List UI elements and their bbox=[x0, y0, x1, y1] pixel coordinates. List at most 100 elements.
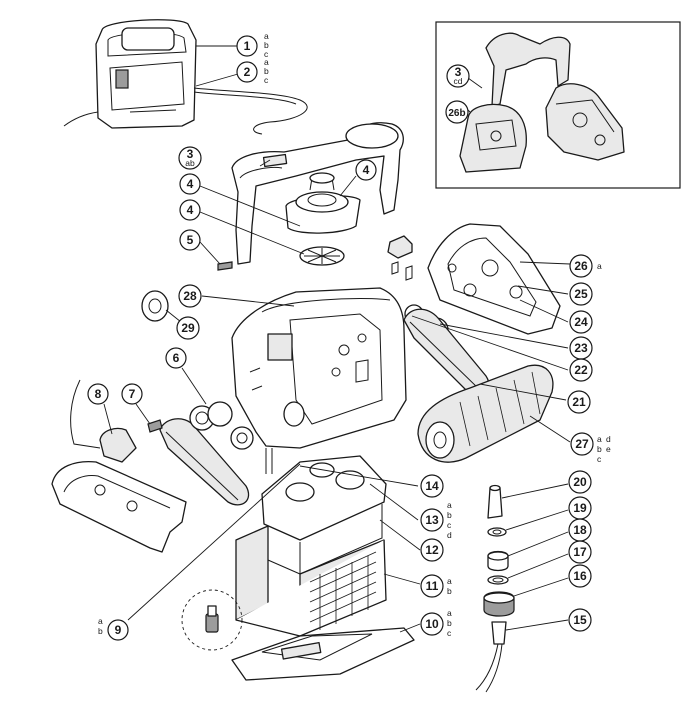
callout-24: 24 bbox=[569, 310, 593, 334]
svg-text:b: b bbox=[447, 586, 452, 596]
svg-text:13: 13 bbox=[425, 513, 439, 527]
svg-text:12: 12 bbox=[425, 543, 439, 557]
left-parts bbox=[51, 379, 254, 553]
svg-text:c: c bbox=[447, 628, 452, 638]
callout-18: 18 bbox=[568, 518, 592, 542]
callout-8: 8 bbox=[87, 383, 109, 405]
svg-text:28: 28 bbox=[183, 289, 197, 303]
filter-basket bbox=[235, 455, 387, 637]
svg-text:b: b bbox=[447, 510, 452, 520]
svg-text:10: 10 bbox=[425, 617, 439, 631]
callout-23: 23 bbox=[569, 336, 593, 360]
svg-text:4: 4 bbox=[187, 177, 194, 191]
part-29-cap bbox=[141, 290, 169, 322]
callout-28: 28 bbox=[178, 284, 202, 308]
brush-roller bbox=[417, 364, 554, 463]
detail-circle bbox=[181, 589, 243, 651]
callout-7: 7 bbox=[121, 383, 143, 405]
svg-text:a: a bbox=[447, 576, 452, 586]
callout-17: 17 bbox=[568, 540, 592, 564]
callout-4-b: 4 bbox=[179, 199, 201, 221]
callout-10: 10 a b c bbox=[420, 608, 452, 638]
svg-text:c: c bbox=[447, 520, 452, 530]
callout-21: 21 bbox=[567, 390, 591, 414]
callout-29: 29 bbox=[176, 316, 200, 340]
callout-4-c: 4 bbox=[355, 159, 377, 181]
svg-text:26: 26 bbox=[574, 259, 588, 273]
callout-2: 2 a b c bbox=[236, 57, 269, 85]
svg-text:b: b bbox=[447, 618, 452, 628]
callout-19: 19 bbox=[568, 496, 592, 520]
svg-text:2: 2 bbox=[244, 65, 251, 79]
callout-11: 11 a b bbox=[420, 574, 452, 598]
inset-box bbox=[435, 21, 681, 189]
svg-text:25: 25 bbox=[574, 287, 588, 301]
bottom-tray bbox=[231, 627, 415, 681]
callout-25: 25 bbox=[569, 282, 593, 306]
svg-text:c: c bbox=[264, 49, 269, 59]
impeller-parts bbox=[217, 172, 361, 271]
svg-text:a: a bbox=[447, 608, 452, 618]
svg-text:16: 16 bbox=[573, 569, 587, 583]
swivel-parts bbox=[475, 484, 515, 693]
callouts: 1 a b c 2 a b c 3 ab 3 cd 26b 4 bbox=[87, 31, 611, 641]
callout-6: 6 bbox=[165, 347, 187, 369]
svg-text:c: c bbox=[264, 75, 269, 85]
svg-text:8: 8 bbox=[95, 387, 102, 401]
svg-text:b: b bbox=[597, 444, 602, 454]
svg-text:3: 3 bbox=[187, 147, 194, 161]
svg-text:23: 23 bbox=[574, 341, 588, 355]
callout-15: 15 bbox=[568, 608, 592, 632]
svg-text:d: d bbox=[606, 434, 611, 444]
leader-lines bbox=[103, 45, 571, 633]
callout-16: 16 bbox=[568, 564, 592, 588]
svg-text:26b: 26b bbox=[448, 108, 465, 119]
svg-text:c: c bbox=[597, 454, 602, 464]
drive-tracks bbox=[159, 308, 490, 506]
svg-text:ab: ab bbox=[185, 158, 195, 168]
svg-text:5: 5 bbox=[187, 233, 194, 247]
svg-text:e: e bbox=[606, 444, 611, 454]
callout-5: 5 bbox=[179, 229, 201, 251]
svg-text:14: 14 bbox=[425, 479, 439, 493]
svg-text:cd: cd bbox=[454, 76, 463, 86]
svg-text:a: a bbox=[98, 616, 103, 626]
svg-text:19: 19 bbox=[573, 501, 587, 515]
svg-text:15: 15 bbox=[573, 613, 587, 627]
main-body bbox=[231, 287, 407, 474]
svg-text:7: 7 bbox=[129, 387, 136, 401]
svg-text:a: a bbox=[597, 434, 602, 444]
svg-text:24: 24 bbox=[574, 315, 588, 329]
callout-26b: 26b bbox=[445, 100, 469, 124]
callout-13: 13 a b c d bbox=[420, 500, 452, 540]
svg-text:b: b bbox=[264, 66, 269, 76]
svg-text:20: 20 bbox=[573, 475, 587, 489]
svg-text:29: 29 bbox=[181, 321, 195, 335]
svg-text:18: 18 bbox=[573, 523, 587, 537]
svg-text:3: 3 bbox=[455, 65, 462, 79]
callout-4-a: 4 bbox=[179, 173, 201, 195]
svg-text:b: b bbox=[98, 626, 103, 636]
handle bbox=[231, 122, 404, 265]
svg-text:22: 22 bbox=[574, 363, 588, 377]
svg-text:1: 1 bbox=[244, 39, 251, 53]
svg-text:9: 9 bbox=[115, 623, 122, 637]
svg-text:a: a bbox=[264, 57, 269, 67]
svg-text:6: 6 bbox=[173, 351, 180, 365]
callout-20: 20 bbox=[568, 470, 592, 494]
svg-text:4: 4 bbox=[187, 203, 194, 217]
callout-3-ab: 3 ab bbox=[178, 146, 202, 170]
svg-text:4: 4 bbox=[363, 163, 370, 177]
svg-text:17: 17 bbox=[573, 545, 587, 559]
svg-text:a: a bbox=[447, 500, 452, 510]
callout-9: 9 a b bbox=[98, 616, 129, 641]
callout-12: 12 bbox=[420, 538, 444, 562]
callout-3-cd: 3 cd bbox=[446, 64, 470, 88]
power-supply bbox=[63, 19, 308, 135]
callout-27: 27 a b c d e bbox=[570, 432, 611, 464]
callout-22: 22 bbox=[569, 358, 593, 382]
callout-14: 14 bbox=[420, 474, 444, 498]
svg-text:11: 11 bbox=[426, 579, 439, 593]
svg-text:21: 21 bbox=[572, 395, 586, 409]
